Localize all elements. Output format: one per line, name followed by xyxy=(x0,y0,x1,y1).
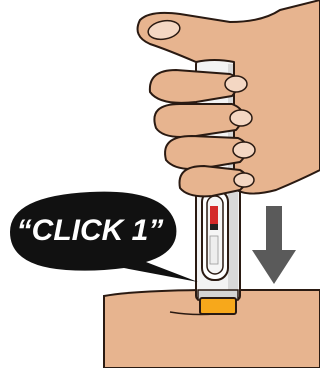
click-callout-bubble: “CLICK 1” xyxy=(10,192,198,282)
needle-cover xyxy=(198,290,238,314)
window-red-indicator xyxy=(210,206,218,224)
pen-inspection-window xyxy=(202,190,228,280)
click-callout-text: “CLICK 1” xyxy=(17,214,164,247)
arrow-down-icon xyxy=(252,206,296,284)
